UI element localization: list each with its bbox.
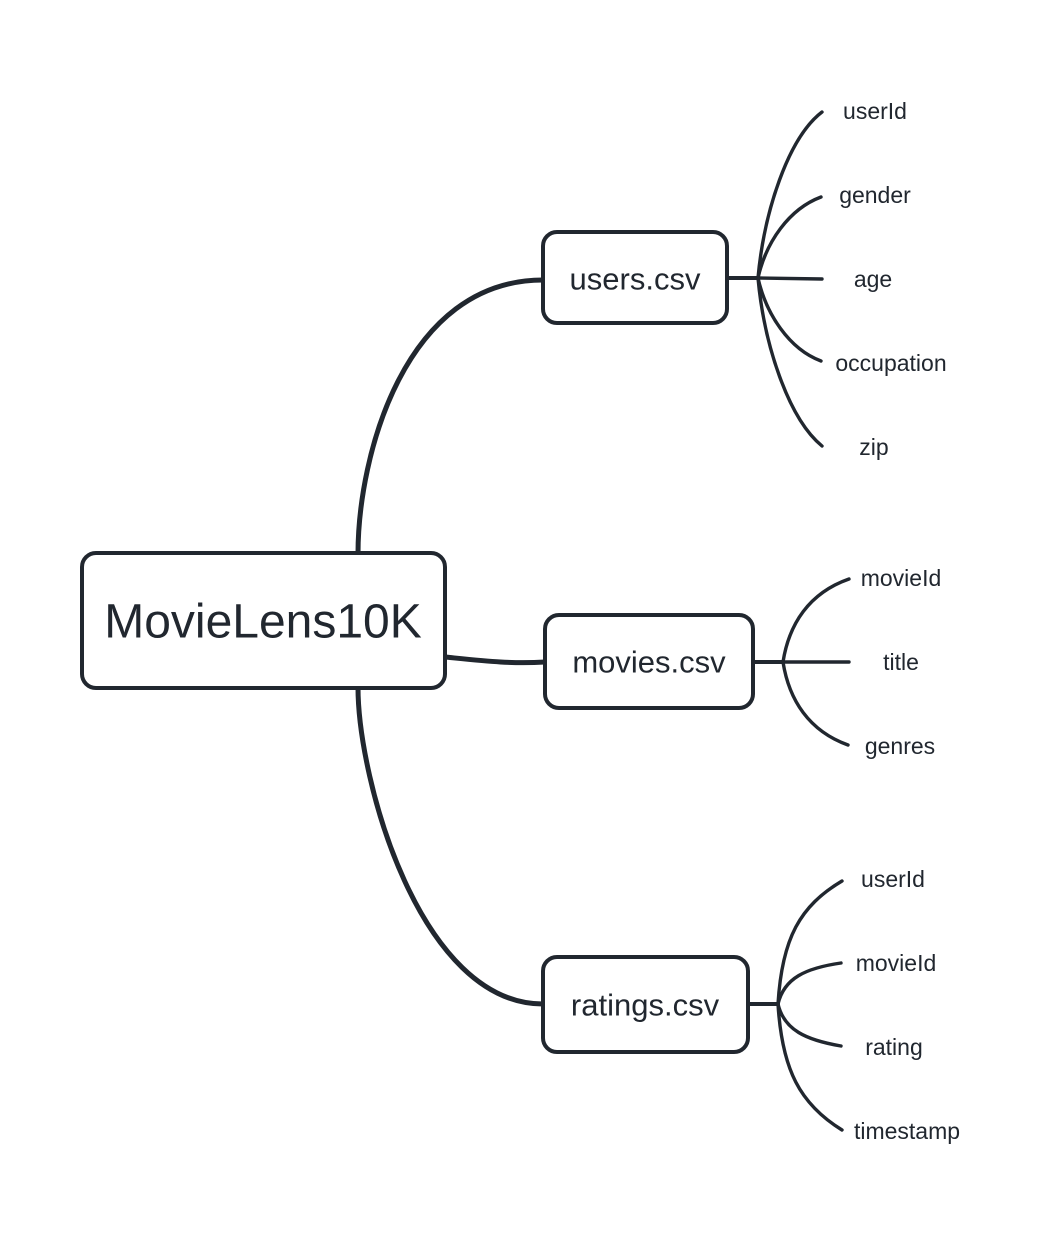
leaf-curve-ratings-rating (776, 1002, 843, 1048)
node-root-label: MovieLens10K (104, 596, 422, 649)
leaf-label-ratings-movieid: movieId (856, 950, 937, 976)
leaf-curve-users-userid (756, 110, 824, 280)
node-root: MovieLens10K (80, 551, 447, 690)
branch-movies: movies.csv movieId title genres (543, 565, 942, 759)
leaf-label-ratings-rating: rating (865, 1034, 923, 1060)
edge-root-ratings (355, 684, 546, 1007)
leaf-curve-users-gender (756, 195, 823, 280)
branch-ratings: ratings.csv userId movieId rating timest… (541, 866, 960, 1144)
leaf-label-ratings-userid: userId (861, 866, 925, 892)
leaf-label-users-userid: userId (843, 98, 907, 124)
leaf-label-users-age: age (854, 266, 892, 292)
leaf-label-ratings-timestamp: timestamp (854, 1118, 960, 1144)
branch-users: users.csv userId gender age occupation z… (541, 98, 947, 460)
leaf-curve-ratings-timestamp (776, 1002, 844, 1132)
leaf-curve-users-occupation (756, 276, 823, 363)
leaf-curve-ratings-movieid (776, 961, 843, 1006)
leaf-curve-movies-genres (781, 660, 850, 747)
node-movies-label: movies.csv (572, 645, 726, 680)
leaf-label-movies-genres: genres (865, 733, 935, 759)
leaf-label-users-occupation: occupation (835, 350, 946, 376)
node-ratings-label: ratings.csv (571, 988, 720, 1023)
node-root-box (80, 551, 447, 690)
leaf-curve-movies-movieid (781, 577, 851, 664)
leaf-label-movies-movieid: movieId (861, 565, 942, 591)
leaf-label-users-gender: gender (839, 182, 911, 208)
leaf-label-users-zip: zip (859, 434, 888, 460)
leaf-curve-ratings-userid (776, 879, 844, 1006)
node-users-label: users.csv (570, 262, 701, 297)
edge-root-movies (442, 654, 548, 666)
leaf-label-movies-title: title (883, 649, 919, 675)
leaf-curve-users-age (756, 276, 824, 281)
leaf-curve-users-zip (756, 276, 824, 448)
edge-root-users (355, 277, 546, 557)
